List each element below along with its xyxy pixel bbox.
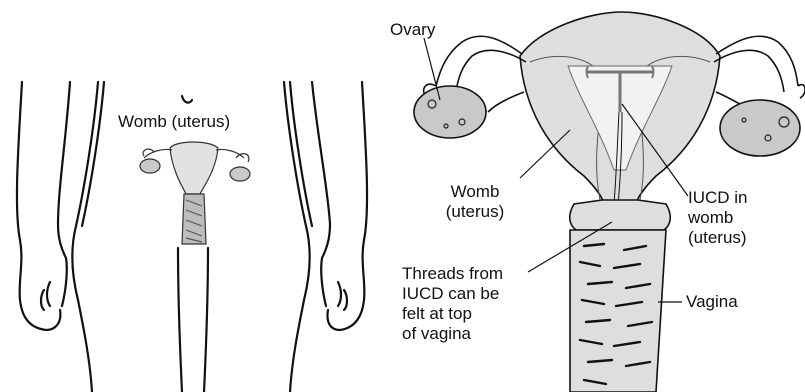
iucd-label-line-3: (uterus)	[688, 228, 748, 248]
womb-label: Womb (uterus)	[430, 182, 520, 222]
threads-label: Threads from IUCD can be felt at top of …	[402, 264, 503, 344]
threads-label-line-4: of vagina	[402, 324, 503, 344]
iucd-label-line-2: womb	[688, 208, 748, 228]
iucd-label-line-1: IUCD in	[688, 188, 748, 208]
small-uterus-drawing	[140, 142, 250, 244]
threads-label-line-3: felt at top	[402, 304, 503, 324]
iucd-label: IUCD in womb (uterus)	[688, 188, 748, 248]
womb-label-line-1: Womb	[430, 182, 520, 202]
ovary-label: Ovary	[390, 20, 435, 40]
womb-label-line-2: (uterus)	[430, 202, 520, 222]
threads-label-line-1: Threads from	[402, 264, 503, 284]
womb-label-left: Womb (uterus)	[118, 112, 230, 132]
threads-label-line-2: IUCD can be	[402, 284, 503, 304]
vagina-label: Vagina	[686, 292, 738, 312]
